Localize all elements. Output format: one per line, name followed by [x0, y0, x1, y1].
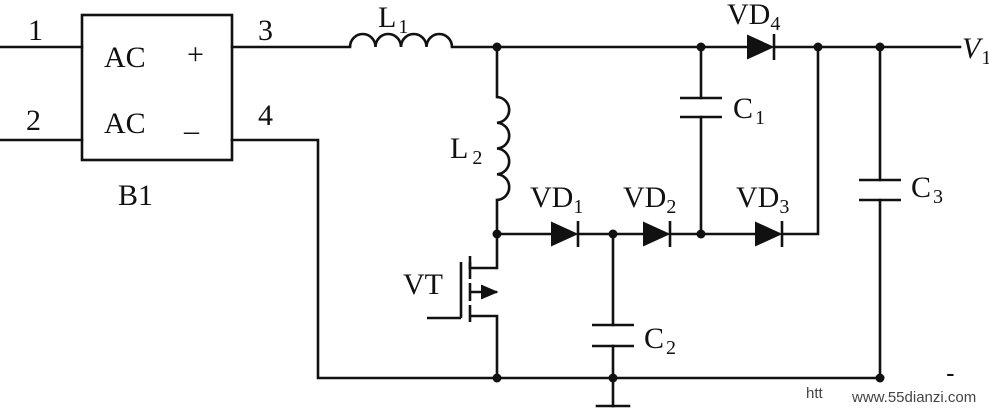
bridge-rectifier: AC AC + _ B1 [80, 13, 234, 212]
output-minus-label: - [946, 358, 955, 388]
transistor-vt: VT [403, 256, 499, 378]
pin-2-label: 2 [26, 104, 41, 137]
vd4-label: VD4 [727, 0, 780, 35]
bridge-minus-label: _ [183, 104, 200, 137]
diode-vd4: VD4 [727, 0, 780, 60]
watermark-url: www.55dianzi.com [851, 389, 976, 406]
diode-vd3: VD3 [736, 181, 789, 247]
bridge-name-label: B1 [118, 179, 153, 212]
vd2-label: VD2 [623, 181, 676, 218]
output-v1-label: V1 [962, 32, 989, 69]
diode-vd1: VD1 [530, 181, 583, 247]
pin-1-label: 1 [28, 14, 43, 47]
vd3-label: VD3 [736, 181, 789, 218]
bridge-ac-bottom-label: AC [104, 107, 146, 140]
wires [0, 45, 962, 408]
bridge-plus-label: + [187, 38, 204, 71]
vt-label: VT [403, 268, 443, 301]
diode-vd2: VD2 [623, 181, 676, 247]
vd1-label: VD1 [530, 181, 583, 218]
bridge-ac-top-label: AC [104, 41, 146, 74]
watermark-prefix: htt [806, 385, 824, 402]
pin-4-label: 4 [258, 99, 273, 132]
pin-3-label: 3 [258, 14, 273, 47]
bridge-box [80, 13, 234, 162]
